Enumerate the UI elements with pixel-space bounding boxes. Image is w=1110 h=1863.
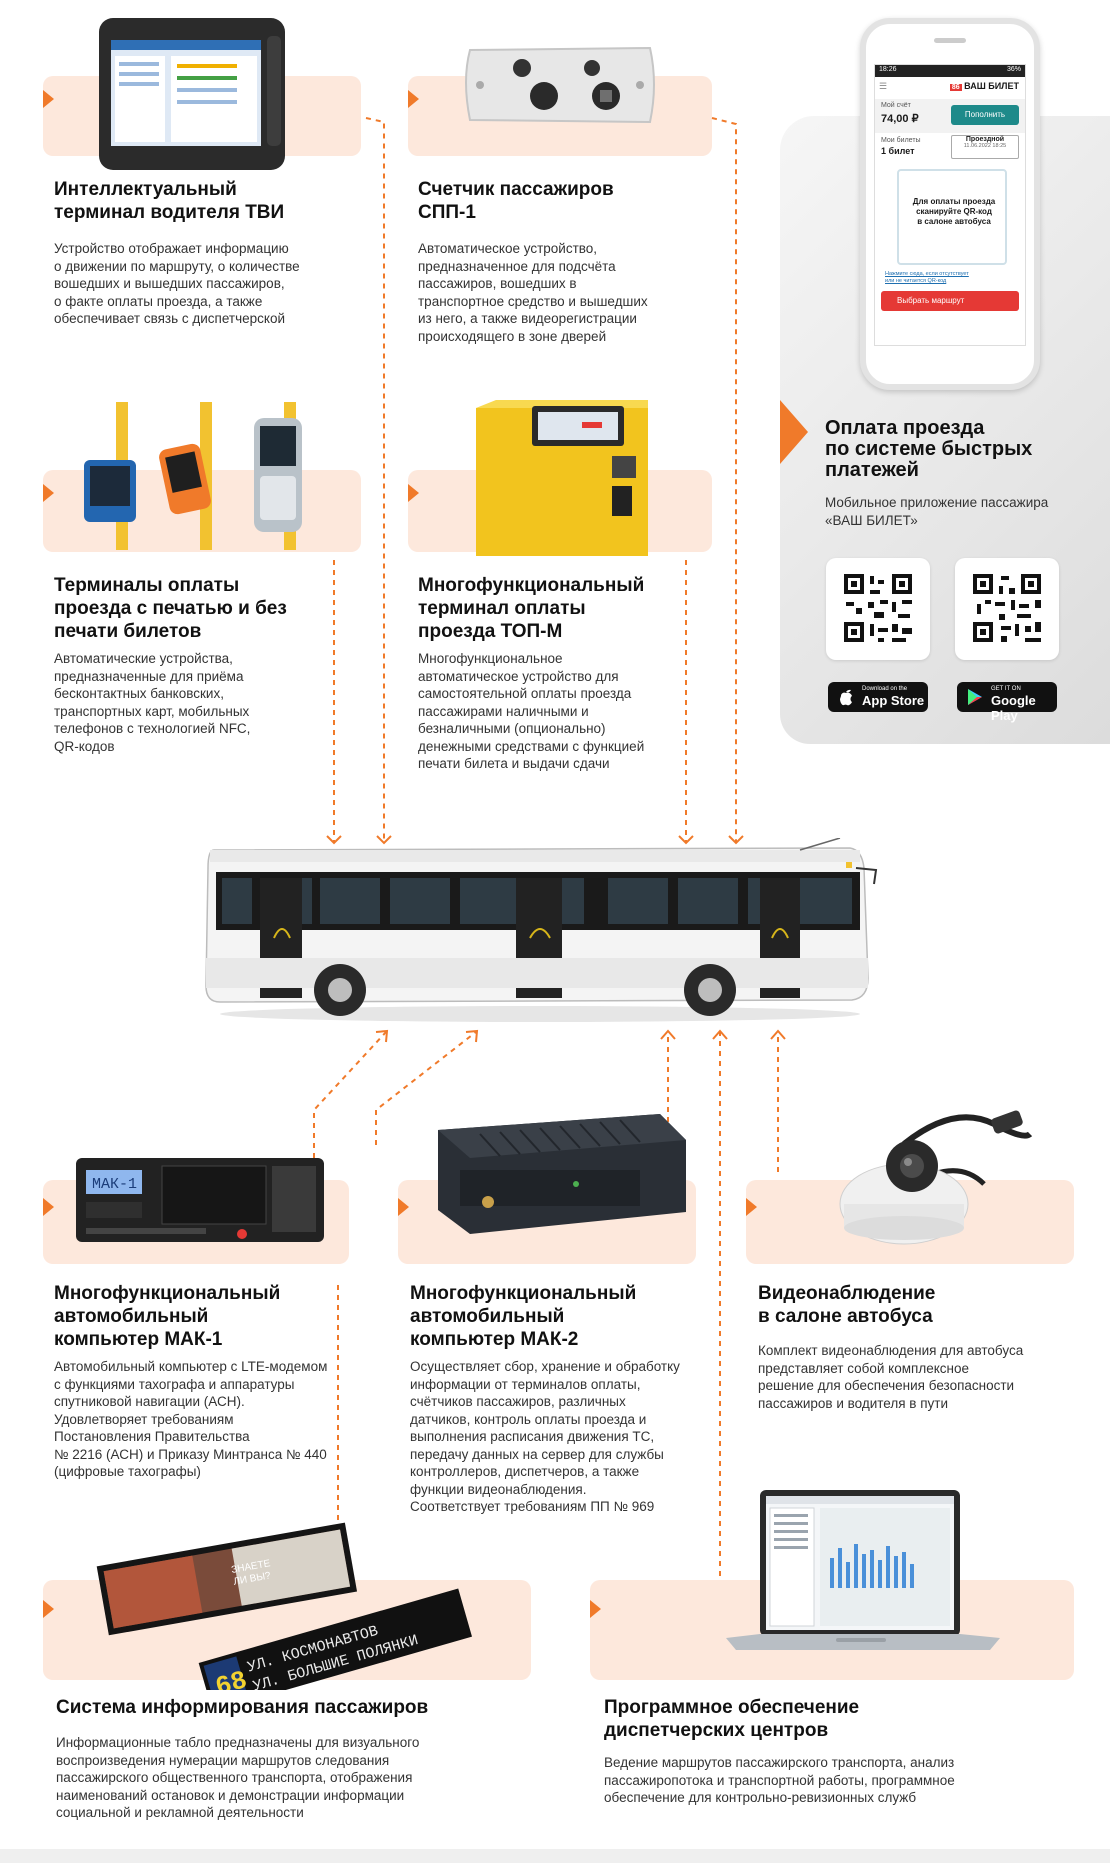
arrow-marker-icon: [398, 1198, 409, 1216]
arrow-marker-icon: [43, 1198, 54, 1216]
payment-terminals-image: [80, 400, 320, 557]
arrow-marker-icon: [43, 484, 54, 502]
info-displays-image: ЗНАЕТЕЛИ ВЫ? 68 УЛ. КОСМОНАВТОВ УЛ. БОЛЬ…: [96, 1504, 476, 1712]
app-logo: 86 ВАШ БИЛЕТ: [949, 81, 1019, 91]
qr-code-appstore[interactable]: [826, 558, 930, 660]
play-icon: [967, 688, 983, 711]
card-description: Осуществляет сбор, хранение и обработку …: [410, 1359, 680, 1514]
card-description: Автоматическое устройство, предназначенн…: [418, 241, 648, 344]
apple-icon: [838, 688, 854, 711]
payment-title: Оплата проезда по системе быстрых платеж…: [825, 417, 1033, 481]
scan-instructions: Для оплаты проезда сканируйте QR-код в с…: [912, 197, 996, 226]
tvi-terminal-image: [97, 16, 287, 177]
card-description: Информационные табло предназначены для в…: [56, 1735, 420, 1820]
status-time: 18:26: [879, 66, 897, 73]
card-title: Видеонаблюдение в салоне автобуса: [758, 1283, 936, 1327]
qr-frame: [897, 169, 1007, 265]
connectors-top: [326, 117, 744, 845]
card-title: Программное обеспечение диспетчерских це…: [604, 1697, 860, 1741]
ticket-card[interactable]: Проездной 11.06.2022 18:25: [951, 135, 1019, 159]
arrow-marker-icon: [408, 90, 419, 108]
arrow-marker-icon: [408, 484, 419, 502]
card-description: Ведение маршрутов пассажирского транспор…: [604, 1755, 955, 1805]
mak1-screen-text: МАК-1: [92, 1176, 137, 1193]
card-title: Интеллектуальный терминал водителя ТВИ: [54, 179, 285, 223]
choose-route-button[interactable]: Выбрать маршрут: [881, 291, 1019, 311]
app-screen: 18:26 36% ☰ 86 ВАШ БИЛЕТ Мой счёт 74,00 …: [874, 64, 1026, 346]
qr-code-googleplay[interactable]: [955, 558, 1059, 660]
mak2-computer-image: [430, 1100, 692, 1251]
card-description: Автомобильный компьютер с LTE-модемом с …: [54, 1359, 328, 1479]
tickets-count: 1 билет: [881, 146, 915, 156]
account-label: Мой счёт: [881, 102, 911, 109]
card-title: Терминалы оплаты проезда с печатью и без…: [54, 575, 287, 642]
tickets-label: Мои билеты: [881, 137, 921, 144]
phone-mockup: 18:26 36% ☰ 86 ВАШ БИЛЕТ Мой счёт 74,00 …: [860, 18, 1040, 390]
card-title: Система информирования пассажиров: [56, 1697, 429, 1718]
top-m-terminal-image: [472, 400, 652, 561]
page-bottom-strip: [0, 1849, 1110, 1863]
payment-description: Мобильное приложение пассажира «ВАШ БИЛЕ…: [825, 495, 1049, 528]
card-description: Устройство отображает информацию о движе…: [54, 241, 300, 326]
arrow-marker-icon: [43, 90, 54, 108]
dome-camera-image: [834, 1104, 1034, 1257]
card-description: Комплект видеонаблюдения для автобуса пр…: [758, 1343, 1024, 1411]
card-title: Многофункциональный терминал оплаты прое…: [418, 575, 645, 642]
bus-image: [200, 837, 880, 1033]
card-title: Счетчик пассажиров СПП-1: [418, 179, 614, 223]
card-description: Автоматические устройства, предназначенн…: [54, 651, 251, 754]
card-title: Многофункциональный автомобильный компью…: [410, 1283, 637, 1350]
laptop-image: [726, 1488, 1000, 1663]
arrow-marker-icon: [590, 1600, 601, 1618]
topup-button[interactable]: Пополнить: [951, 105, 1019, 125]
balance: 74,00 ₽: [881, 113, 919, 125]
arrow-marker-icon: [746, 1198, 757, 1216]
card-description: Многофункциональное автоматическое устро…: [418, 651, 645, 771]
menu-icon[interactable]: ☰: [879, 81, 888, 91]
mak1-computer-image: МАК-1: [72, 1152, 328, 1251]
app-store-badge[interactable]: Download on the App Store: [828, 682, 928, 712]
help-link[interactable]: Нажмите сюда, если отсутствует или не чи…: [885, 271, 969, 284]
google-play-badge[interactable]: GET IT ON Google Play: [957, 682, 1057, 723]
status-battery: 36%: [1006, 66, 1021, 73]
panel-marker-icon: [780, 400, 808, 464]
passenger-counter-image: [460, 40, 660, 137]
arrow-marker-icon: [43, 1600, 54, 1618]
card-title: Многофункциональный автомобильный компью…: [54, 1283, 281, 1350]
